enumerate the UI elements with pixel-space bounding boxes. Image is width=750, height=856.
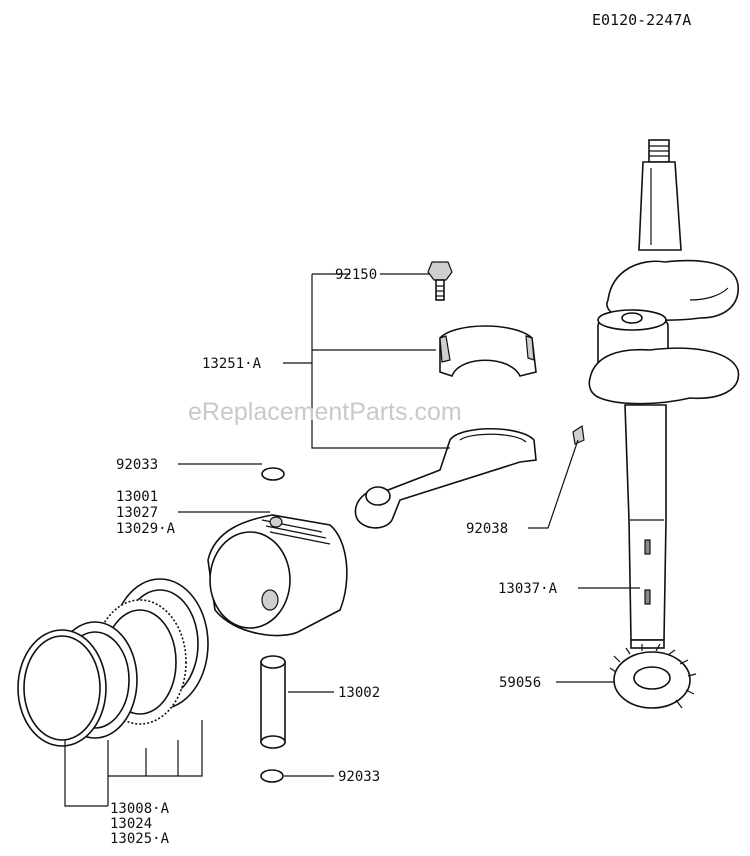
clip-lower: [260, 769, 284, 783]
label-clip-upper: 92033: [116, 457, 158, 473]
label-rings-1: 13008·A: [110, 801, 170, 817]
label-rings-2: 13024: [110, 816, 152, 832]
clip-upper: [261, 467, 285, 481]
diagram-id: E0120-2247A: [592, 11, 691, 29]
label-gear: 59056: [499, 675, 541, 691]
label-pin: 13002: [338, 685, 380, 701]
label-rod-set: 13251·A: [202, 356, 262, 372]
rod-cap: [439, 325, 537, 378]
label-bolt: 92150: [335, 267, 377, 283]
label-rings-3: 13025·A: [110, 831, 170, 847]
piston: [207, 514, 348, 637]
piston-pin: [260, 655, 286, 749]
label-piston-1: 13001: [116, 489, 158, 505]
crankshaft: [588, 139, 740, 649]
label-key: 92038: [466, 521, 508, 537]
piston-rings: [17, 578, 209, 747]
crank-gear: [609, 643, 697, 709]
label-crankshaft: 13037·A: [498, 581, 558, 597]
label-piston-3: 13029·A: [116, 521, 176, 537]
watermark: eReplacementParts.com: [188, 398, 462, 426]
label-clip-lower: 92033: [338, 769, 380, 785]
rod-bolt: [427, 261, 453, 301]
connecting-rod: [354, 427, 537, 529]
label-piston-2: 13027: [116, 505, 158, 521]
woodruff-key: [572, 424, 585, 445]
